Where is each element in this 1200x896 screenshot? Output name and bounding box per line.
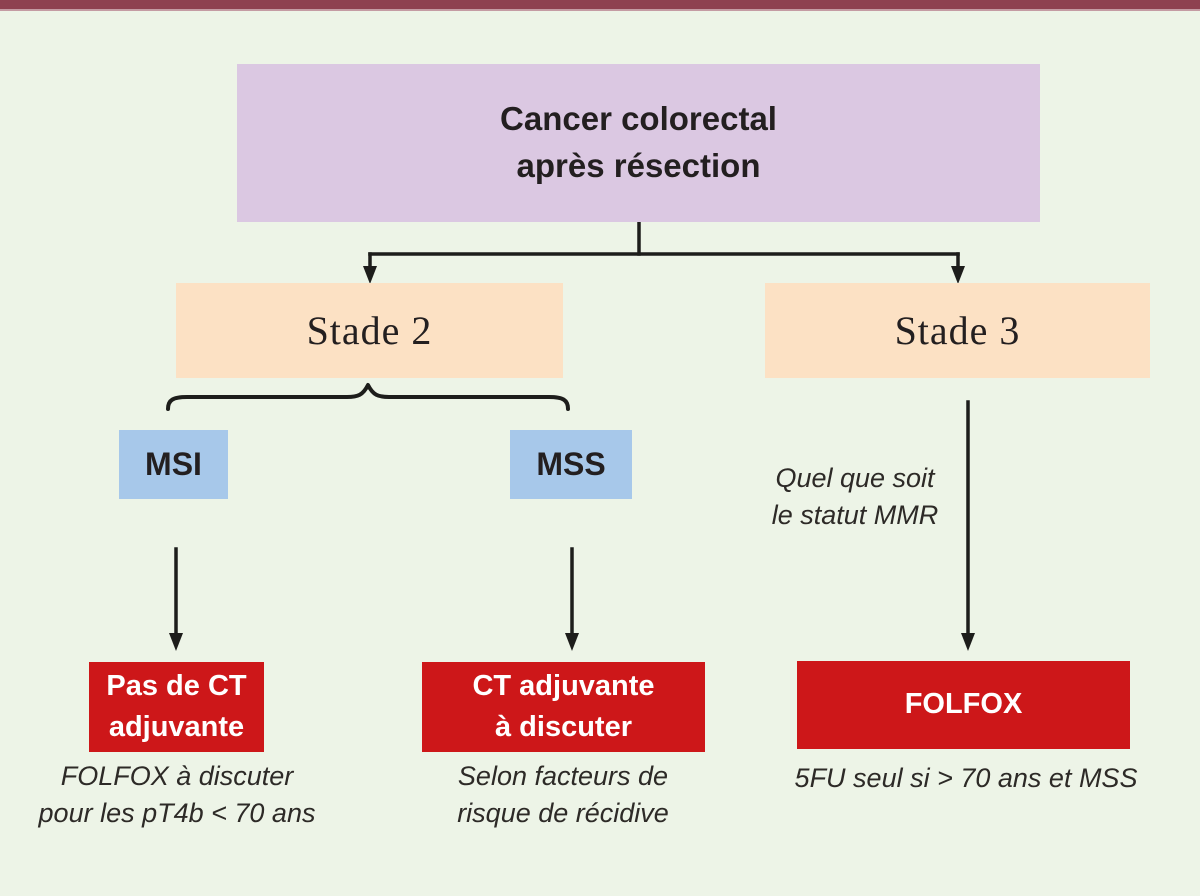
node-folfox: FOLFOX bbox=[797, 661, 1130, 749]
note-5fu-seul: 5FU seul si > 70 ans et MSS bbox=[794, 763, 1138, 793]
node-mss: MSS bbox=[510, 430, 632, 499]
node-msi: MSI bbox=[119, 430, 228, 499]
note-facteurs-de-risque: Selon facteurs de risque de récidive bbox=[457, 761, 669, 829]
arrow-down-icon bbox=[951, 266, 965, 284]
arrow-down-icon bbox=[565, 633, 579, 651]
node-pas-de-ct-adjuvante: Pas de CT adjuvante bbox=[89, 662, 264, 752]
arrow-down-icon bbox=[169, 633, 183, 651]
node-ct-adjuvante-a-discuter: CT adjuvante à discuter bbox=[422, 662, 705, 752]
node-stade-2: Stade 2 bbox=[176, 283, 563, 378]
top-accent-bar bbox=[0, 0, 1200, 11]
arrow-down-icon bbox=[961, 633, 975, 651]
brace-icon bbox=[166, 383, 570, 411]
node-stade-3: Stade 3 bbox=[765, 283, 1150, 378]
annotation-mmr-status: Quel que soit le statut MMR bbox=[771, 463, 939, 531]
node-cancer-colorectal: Cancer colorectal après résection bbox=[237, 64, 1040, 222]
arrow-down-icon bbox=[363, 266, 377, 284]
note-folfox-a-discuter: FOLFOX à discuter pour les pT4b < 70 ans bbox=[38, 761, 316, 829]
